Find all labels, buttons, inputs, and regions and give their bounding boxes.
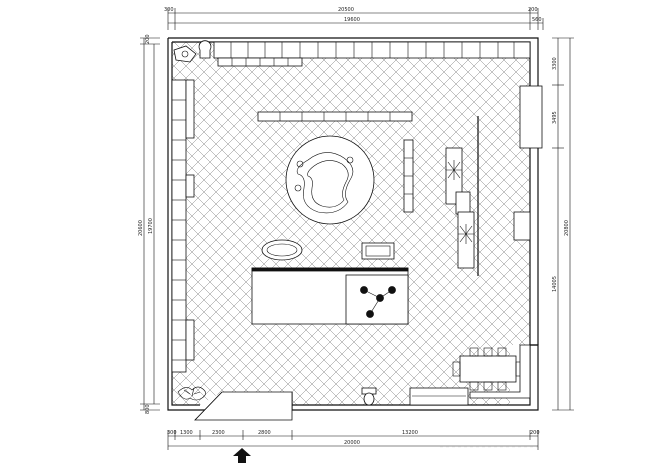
dim-top-200: 200	[528, 7, 538, 13]
dim-left-200: 200	[145, 34, 151, 44]
entrance-ramp	[194, 391, 293, 421]
right-wall-niches	[513, 85, 543, 241]
dim-top-560: 560	[532, 17, 542, 23]
dim-right-3495: 3495	[552, 111, 558, 124]
top-dimension-lines: 300 20500 200 19600 560	[164, 7, 544, 30]
display-rack-vertical	[403, 139, 414, 213]
dim-right-14005: 14005	[552, 276, 558, 292]
dim-left-19700: 19700	[148, 218, 154, 234]
dim-top-19600: 19600	[344, 17, 360, 23]
dim-left-800: 800	[145, 404, 151, 414]
right-planter-bench	[445, 116, 479, 276]
dim-top-20500: 20500	[338, 7, 354, 13]
bottom-wall-cabinet	[409, 387, 469, 406]
plant-icon	[177, 386, 206, 401]
left-wall-shelving	[171, 79, 195, 373]
left-dimension-lines: 200 20600 800 19700	[138, 34, 160, 414]
dim-right-20800: 20800	[564, 220, 570, 236]
floor-hatch	[172, 42, 530, 405]
corner-sink-fixture	[173, 40, 212, 63]
bottom-right-partition	[469, 344, 539, 411]
dim-bottom-20000: 20000	[344, 440, 360, 446]
small-cabinet	[361, 242, 395, 260]
dim-bottom-1300: 1300	[180, 430, 193, 436]
dim-bottom-2300: 2300	[212, 430, 225, 436]
toilet-icon	[361, 387, 377, 406]
round-feature-area	[285, 135, 375, 225]
dim-bottom-300: 300	[167, 430, 177, 436]
dim-bottom-2800: 2800	[258, 430, 271, 436]
dim-left-20600: 20600	[138, 220, 144, 236]
reception-counter	[251, 267, 409, 325]
display-rack-horizontal	[257, 111, 413, 122]
dim-bottom-200r: 200	[530, 430, 540, 436]
dim-top-300: 300	[164, 7, 174, 13]
up-arrow-icon	[233, 448, 251, 463]
bottom-dimension-lines: 300 1300 2300 2800 13200 200 20000	[167, 430, 540, 450]
right-dimension-lines: 3300 3495 14005 20800	[552, 37, 574, 411]
dim-bottom-13200: 13200	[402, 430, 418, 436]
oval-table	[261, 239, 303, 261]
dining-table	[452, 347, 524, 391]
top-wall-shelving	[213, 41, 531, 67]
dim-right-3300: 3300	[552, 57, 558, 70]
